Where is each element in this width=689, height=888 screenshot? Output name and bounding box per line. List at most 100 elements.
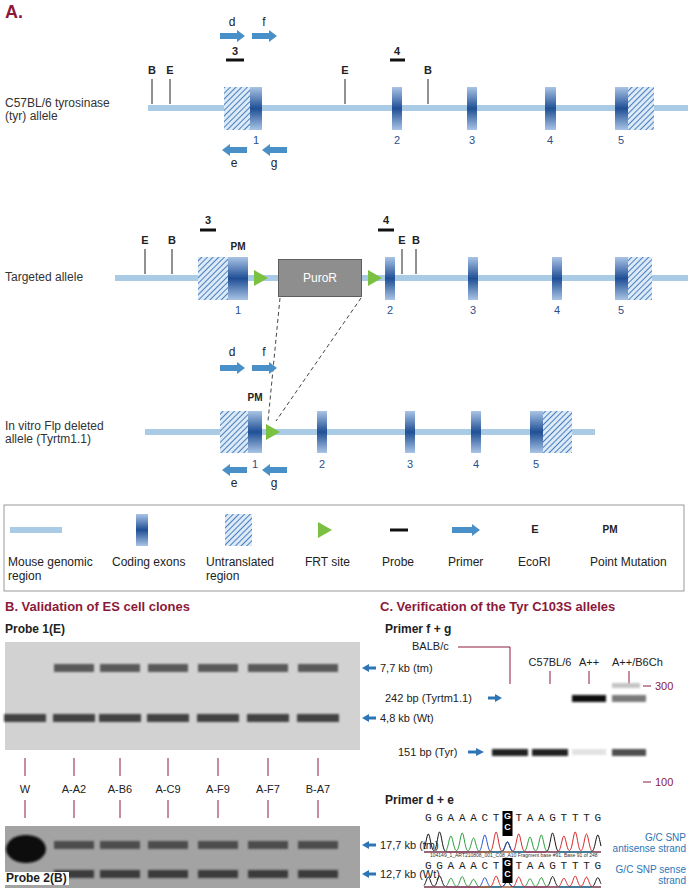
- blot-band: [148, 870, 188, 878]
- legend-text: Probe: [382, 556, 414, 570]
- frt-site: [266, 424, 280, 440]
- primer-name: d: [229, 16, 236, 29]
- utr-region: [220, 411, 248, 453]
- ladder-dash: [643, 782, 651, 783]
- snp-box: [503, 811, 513, 836]
- lane-tick: [550, 671, 551, 684]
- coding-exon: [615, 87, 628, 130]
- blot-band: [198, 664, 238, 672]
- primer-arrow: [262, 464, 287, 476]
- exon-number: 4: [473, 458, 479, 470]
- primer-name: g: [271, 157, 278, 170]
- panel-title: B. Validation of ES cell clones: [5, 600, 190, 614]
- blot-band: [298, 841, 338, 849]
- deletion-line: [276, 298, 361, 421]
- legend-text: Primer: [448, 556, 483, 570]
- restriction-site: B: [412, 234, 420, 246]
- lane-tick: [120, 758, 121, 776]
- exon-number: 5: [533, 458, 539, 470]
- blot-band: [148, 664, 188, 672]
- band-arrow: [362, 664, 376, 672]
- primer-arrow: [262, 144, 287, 156]
- legend-text: FRT site: [305, 556, 350, 570]
- legend-box: [4, 505, 684, 591]
- coding-exon: [552, 257, 562, 300]
- coding-exon: [545, 87, 556, 130]
- band-size: 17,7 kb (tm): [380, 839, 439, 851]
- blot-band: [297, 714, 339, 722]
- gel-band: [612, 695, 646, 702]
- lane-tick: [218, 758, 219, 776]
- gel-band: [572, 749, 606, 755]
- ladder-size: 300: [655, 680, 673, 692]
- primer-name: f: [262, 346, 265, 359]
- blot-band: [147, 714, 189, 722]
- point-mutation: PM: [603, 524, 618, 535]
- probe-number: 4: [383, 214, 389, 226]
- coding-exon: [405, 411, 415, 453]
- lane-label: A++/B6Ch: [612, 656, 663, 668]
- coding-exon: [471, 411, 481, 453]
- trace-note: 104149_1_ART210808_001_C08_A10 Fragment …: [430, 853, 598, 859]
- blot-band: [198, 841, 238, 849]
- legend-text: Point Mutation: [590, 556, 667, 570]
- lane-label: A-F7: [256, 783, 280, 795]
- cassette-box: PuroR: [278, 259, 362, 297]
- coding-exon: [467, 87, 477, 130]
- utr-region: [198, 257, 228, 300]
- panel-title: C. Verification of the Tyr C103S alleles: [380, 600, 615, 614]
- ladder-dash: [643, 686, 651, 687]
- legend-text: EcoRI: [518, 556, 551, 570]
- primer-name: d: [229, 346, 236, 359]
- probe-number: 4: [394, 45, 400, 57]
- blot-band: [54, 664, 94, 672]
- band-arrow: [468, 748, 484, 756]
- panel-letter: A.: [5, 3, 23, 23]
- restriction-site: E: [166, 64, 173, 76]
- exon-number: 4: [547, 134, 553, 146]
- allele-name: In vitro Flp deleted allele (Tyrtm1.1): [5, 420, 135, 446]
- probe-bar: [390, 529, 408, 532]
- frt-site: [318, 522, 332, 538]
- lane-tick: [318, 800, 319, 818]
- coding-exon: [228, 257, 248, 300]
- blot-band: [100, 841, 140, 849]
- snp-base: C: [504, 870, 511, 880]
- exon-number: 3: [470, 304, 476, 316]
- band-arrow: [488, 694, 502, 702]
- restriction-site: E: [141, 234, 148, 246]
- blot-band: [148, 841, 188, 849]
- exon-number: 2: [387, 304, 393, 316]
- lane-tick: [268, 800, 269, 818]
- blot-band: [100, 870, 140, 878]
- primer-arrow: [252, 30, 277, 42]
- probe-number: 3: [232, 45, 238, 57]
- blot-band: [298, 664, 338, 672]
- blot-band: [248, 841, 288, 849]
- legend-swatch: [10, 527, 62, 533]
- restriction-site: E: [341, 64, 348, 76]
- blot-band: [53, 714, 95, 722]
- band-arrow: [362, 841, 376, 849]
- utr-region: [543, 411, 572, 453]
- gel-band: [572, 695, 606, 702]
- lane-label: A-A2: [62, 783, 86, 795]
- ladder-band: [612, 683, 640, 688]
- restriction-site: B: [148, 64, 156, 76]
- band-arrow: [362, 714, 376, 722]
- band-size: 151 bp (Tyr): [398, 746, 457, 758]
- primer-arrow: [222, 144, 247, 156]
- exon-number: 3: [469, 134, 475, 146]
- snp-box: [503, 858, 513, 883]
- gel-band: [492, 749, 528, 756]
- lane-label: A-B6: [108, 783, 132, 795]
- lane-tick: [268, 758, 269, 776]
- southern-blot: [5, 642, 360, 750]
- utr-region: [628, 87, 654, 130]
- lane-tick: [25, 758, 26, 776]
- exon-number: 1: [235, 304, 241, 316]
- sequence-bases: G G A A A C T: [425, 812, 498, 824]
- coding-exon: [392, 87, 402, 130]
- probe-title: Probe 2(B): [4, 872, 69, 885]
- sequence-bases: G G A A A C T: [425, 860, 498, 872]
